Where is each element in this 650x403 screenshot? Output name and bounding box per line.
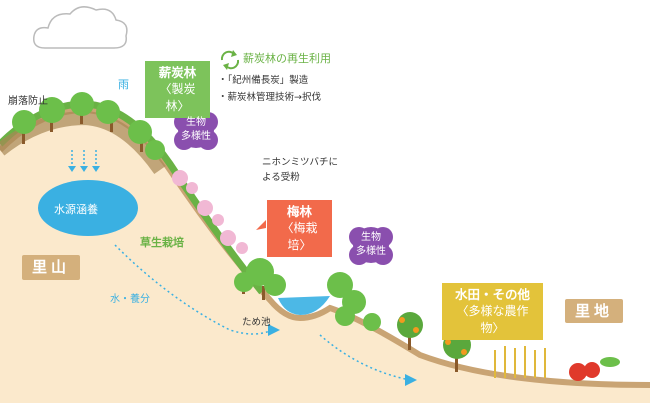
satochi-label: 里地	[565, 299, 623, 323]
landslide-prevention-label: 崩落防止	[8, 96, 48, 107]
biodiversity-line: 多様性	[356, 246, 386, 257]
charcoal-forest-callout: 薪炭林 〈製炭林〉	[145, 61, 210, 118]
pond	[278, 296, 330, 315]
plum-trees	[172, 170, 248, 254]
ume-callout: 梅林 〈梅栽培〉	[267, 200, 332, 257]
trees	[12, 92, 381, 331]
ume-title: 梅林	[286, 204, 312, 219]
bee-pollination-label: よる受粉	[262, 172, 300, 183]
grass-cultivation-label: 草生栽培	[140, 236, 184, 249]
ground	[0, 110, 650, 403]
vegetables	[569, 357, 620, 381]
bee-pollination-label: ニホンミツバチに	[262, 157, 339, 168]
recycle-bullet: ・「紀州備長炭」製造	[218, 75, 309, 86]
cloud-icon	[32, 6, 128, 49]
recycle-title: 薪炭林の再生利用	[243, 52, 331, 65]
charcoal-forest-subtitle: 〈製炭林〉	[159, 82, 196, 113]
water-source-ellipse	[38, 180, 138, 236]
paddy-title: 水田・その他	[454, 287, 530, 302]
water-nutrients-label: 水・養分	[110, 294, 150, 305]
paddy-subtitle: 〈多様な農作物〉	[456, 304, 529, 335]
pond-label: ため池	[242, 317, 271, 328]
biodiversity-badge: 生物 多様性	[351, 231, 391, 259]
ume-subtitle: 〈梅栽培〉	[281, 221, 318, 252]
charcoal-forest-title: 薪炭林	[158, 65, 197, 80]
biodiversity-line: 多様性	[181, 131, 211, 142]
rain-arrows	[68, 150, 100, 172]
paddy-callout: 水田・その他 〈多様な農作物〉	[442, 283, 543, 340]
biodiversity-line: 生物	[186, 117, 206, 128]
biodiversity-line: 生物	[361, 232, 381, 243]
rice-field	[494, 346, 546, 378]
water-source-label: 水源涵養	[54, 203, 98, 216]
satoyama-label: 里山	[22, 255, 80, 280]
recycle-bullet: ・薪炭林管理技術→択伐	[218, 92, 321, 103]
rain-label: 雨	[118, 78, 129, 91]
biodiversity-badge: 生物 多様性	[176, 116, 216, 144]
